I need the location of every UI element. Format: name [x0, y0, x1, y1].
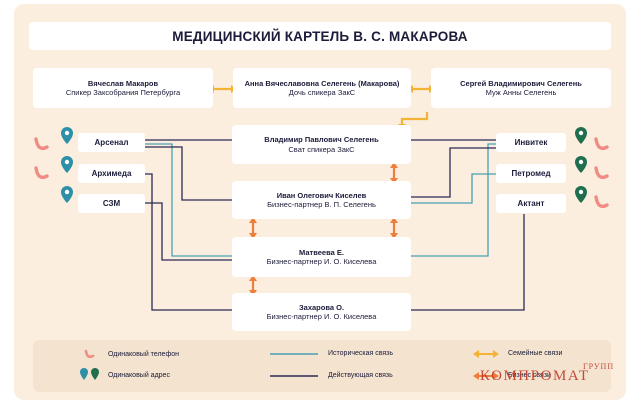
address-pin-icon [61, 186, 73, 203]
person-anna: Анна Вячеславовна Селегень (Макарова) До… [233, 68, 411, 108]
company-petromed: Петромед [496, 164, 566, 183]
watermark-text: КОМПРОМАТ [480, 368, 590, 384]
person-name: Владимир Павлович Селегень [264, 135, 379, 145]
current-link-aktant-zakharova [411, 214, 525, 311]
person-name: Захарова О. [298, 302, 345, 312]
person-role: Дочь спикера ЗакС [288, 88, 356, 97]
current-link-arkhimeda-zakharova [145, 173, 232, 311]
person-role: Бизнес-партнер В. П. Селегень [267, 200, 376, 209]
legend-phone-label: Одинаковый телефон [108, 351, 179, 358]
historical-link-arsenal-matveeva [145, 143, 232, 257]
family-arrow-sergey-vladimir [400, 112, 429, 126]
person-sergey: Сергей Владимирович Селегень Муж Анны Се… [431, 68, 611, 108]
person-name: Иван Олегович Киселев [276, 190, 367, 200]
person-name: Анна Вячеславовна Селегень (Макарова) [244, 78, 400, 88]
company-szm: СЗМ [78, 194, 145, 213]
legend-address-label: Одинаковый адрес [108, 372, 170, 379]
phone-icon [84, 349, 95, 359]
address-pin-icon [61, 156, 73, 173]
historical-link-petromed-ivan [411, 173, 496, 204]
watermark: КОМПРОМАТ ГРУПП [480, 362, 613, 385]
address-pin-icon [575, 156, 587, 173]
legend: Одинаковый телефон Одинаковый адрес Исто… [33, 340, 611, 392]
person-role: Муж Анны Селегень [485, 88, 557, 97]
address-pin-icon [61, 127, 73, 144]
address-pin-icon [575, 186, 587, 203]
historical-link-invitek-matveeva [411, 143, 496, 257]
person-name: Матвеева Е. [299, 247, 344, 257]
legend-symbols [80, 349, 499, 380]
person-role: Спикер Заксобрания Петербурга [65, 88, 181, 97]
current-link-invitek-ivan [411, 147, 496, 198]
phone-icon [594, 195, 609, 209]
person-zakharova: Захарова О. Бизнес-партнер И. О. Киселев… [232, 293, 411, 331]
person-makarov: Вячеслав Макаров Спикер Заксобрания Пете… [33, 68, 213, 108]
watermark-sup: ГРУПП [583, 362, 615, 371]
business-arrow-sample [473, 372, 499, 380]
legend-historical-label: Историческая связь [328, 350, 394, 357]
person-role: Бизнес-партнер И. О. Киселева [266, 257, 377, 266]
family-arrow-sample [473, 350, 499, 358]
phone-icon [34, 166, 49, 180]
diagram-title: МЕДИЦИНСКИЙ КАРТЕЛЬ В. С. МАКАРОВА [29, 22, 611, 50]
person-ivan: Иван Олегович Киселев Бизнес-партнер В. … [232, 181, 411, 219]
person-name: Вячеслав Макаров [87, 78, 159, 88]
company-aktant: Актант [496, 194, 566, 213]
current-link-arsenal-ivan [145, 146, 232, 201]
phone-icon [594, 166, 609, 180]
legend-business-label: Бизнес связи [508, 372, 551, 379]
person-matveeva: Матвеева Е. Бизнес-партнер И. О. Киселев… [232, 237, 411, 277]
legend-current-label: Действующая связь [328, 372, 393, 379]
current-link-szm-matveeva [145, 202, 232, 261]
person-role: Сват спикера ЗакС [288, 144, 355, 154]
address-pin-icon [575, 127, 587, 144]
company-arkhimeda: Архимеда [78, 164, 145, 183]
company-arsenal: Арсенал [78, 133, 145, 152]
person-role: Бизнес-партнер И. О. Киселева [266, 312, 377, 321]
address-pin-icon [80, 368, 88, 380]
company-invitek: Инвитек [496, 133, 566, 152]
person-vladimir: Владимир Павлович Селегень Сват спикера … [232, 125, 411, 164]
phone-icon [594, 137, 609, 151]
phone-icon [34, 137, 49, 151]
legend-family-label: Семейные связи [508, 350, 563, 357]
person-name: Сергей Владимирович Селегень [460, 78, 582, 88]
address-pin-icon [91, 368, 99, 380]
